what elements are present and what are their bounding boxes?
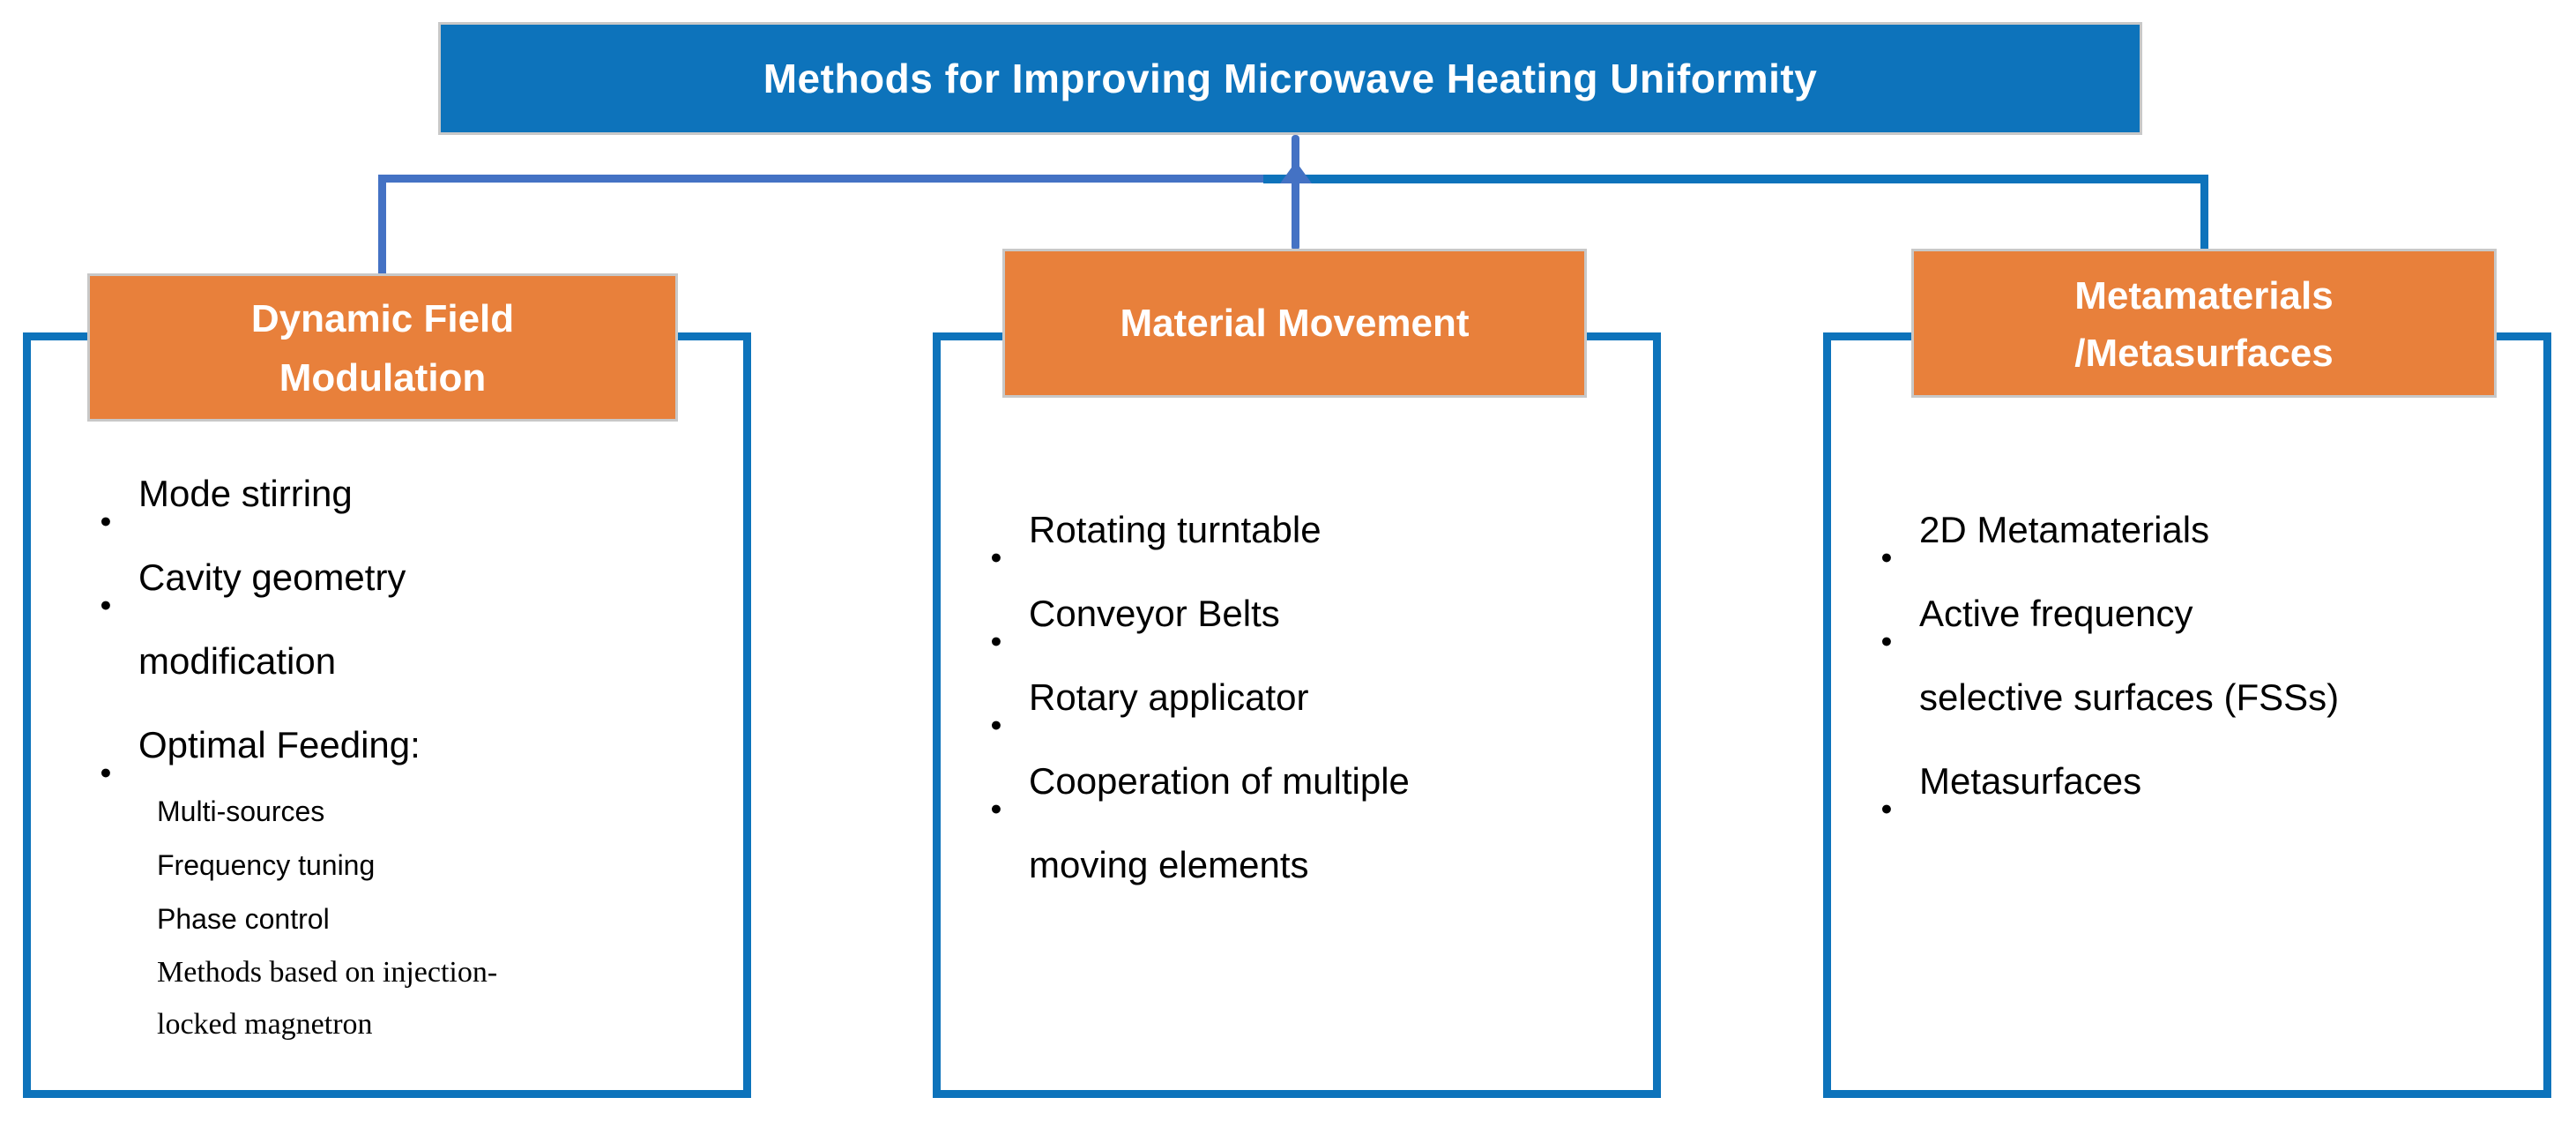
bullet-list-material-movement: Rotating turntableConveyor BeltsRotary a… — [990, 488, 1519, 907]
connector-vertical-right — [2200, 175, 2208, 252]
list-item: Metasurfaces — [1880, 739, 2427, 850]
list-item: Conveyor Belts — [990, 571, 1519, 683]
header-metamaterials: Metamaterials /Metasurfaces — [1911, 249, 2497, 398]
title-text: Methods for Improving Microwave Heating … — [763, 56, 1818, 101]
header-dynamic-field-modulation: Dynamic Field Modulation — [87, 273, 678, 422]
list-item: Active frequency selective surfaces (FSS… — [1880, 571, 2427, 739]
list-item: Cavity geometry modification — [100, 535, 523, 703]
header-text: Dynamic Field Modulation — [250, 297, 515, 399]
connector-horizontal-left — [378, 175, 1263, 183]
list-item: Rotary applicator — [990, 655, 1519, 766]
list-item: Methods based on injection- locked magne… — [157, 956, 498, 1041]
header-text: Metamaterials /Metasurfaces — [2074, 274, 2334, 375]
list-item: 2D Metamaterials — [1880, 488, 2427, 599]
list-item: Multi-sources — [157, 795, 325, 827]
bullet-list-metamaterials: 2D MetamaterialsActive frequency selecti… — [1880, 488, 2427, 850]
bullet-list-dynamic-field-modulation: Mode stirringCavity geometry modificatio… — [100, 452, 523, 814]
list-item: Cooperation of multiple moving elements — [990, 739, 1519, 907]
list-item: Phase control — [157, 903, 330, 935]
header-text: Material Movement — [1120, 301, 1470, 345]
connector-horizontal-right — [1263, 175, 2208, 183]
list-item: Mode stirring — [100, 452, 523, 563]
arrow-up-icon — [1280, 161, 1312, 183]
connector-vertical-center — [1292, 135, 1299, 250]
connector-vertical-left — [378, 175, 386, 277]
list-item: Frequency tuning — [157, 849, 376, 881]
title-box: Methods for Improving Microwave Heating … — [438, 22, 2142, 135]
list-item: Optimal Feeding: — [100, 703, 523, 814]
list-item: Rotating turntable — [990, 488, 1519, 599]
header-material-movement: Material Movement — [1002, 249, 1587, 398]
